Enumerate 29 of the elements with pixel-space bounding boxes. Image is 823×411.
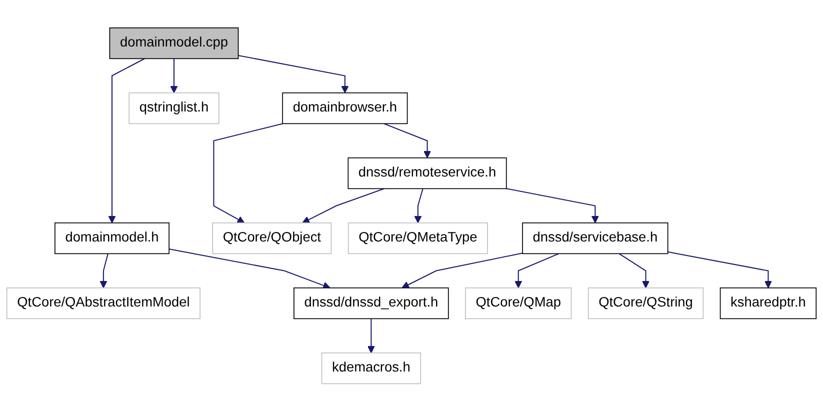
node-box: dnssd/remoteservice.h — [348, 157, 507, 189]
arrow — [302, 188, 384, 223]
arrow — [506, 188, 599, 223]
node-box: domainmodel.h — [54, 222, 170, 254]
node-box: QtCore/QMap — [465, 287, 572, 319]
node-box: dnssd/dnssd_export.h — [294, 287, 449, 319]
arrow — [367, 318, 375, 353]
arrow — [238, 54, 349, 93]
arrow — [668, 251, 772, 288]
node-box: QtCore/QAbstractItemModel — [6, 287, 200, 319]
arrow — [514, 252, 559, 288]
arrow — [618, 252, 650, 288]
arrow — [213, 122, 283, 223]
arrow — [402, 252, 523, 288]
node-box: kdemacros.h — [321, 352, 422, 384]
node-box: qstringlist.h — [128, 92, 220, 124]
arrow — [100, 253, 108, 288]
node-box: QtCore/QString — [588, 287, 704, 319]
arrow — [414, 188, 424, 223]
node-box: QtCore/QObject — [212, 222, 332, 254]
node-box: dnssd/servicebase.h — [522, 222, 668, 254]
arrow — [108, 58, 145, 223]
node-box: domainbrowser.h — [282, 92, 408, 124]
node-box: ksharedptr.h — [720, 287, 817, 319]
node-box: QtCore/QMetaType — [348, 222, 488, 254]
arrow — [170, 58, 178, 93]
node-box: domainmodel.cpp — [109, 27, 239, 59]
arrow — [384, 122, 432, 158]
arrow — [168, 248, 330, 289]
